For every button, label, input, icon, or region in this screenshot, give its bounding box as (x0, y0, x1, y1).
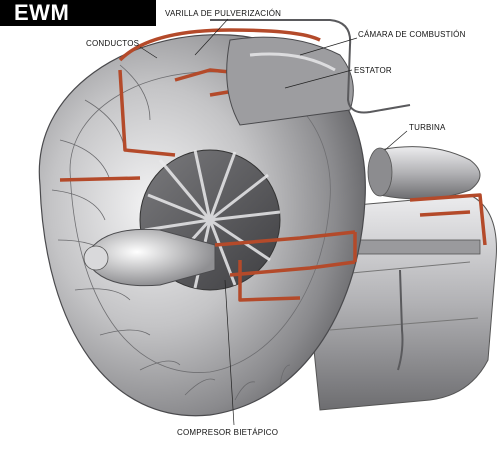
combustion-chamber (226, 36, 354, 126)
label-turbina: TURBINA (409, 123, 446, 132)
exhaust-cone (367, 146, 481, 200)
label-compresor-bietapico: COMPRESOR BIETÁPICO (177, 428, 279, 437)
label-conductos: CONDUCTOS (86, 39, 140, 48)
brand-logo: EWM (0, 0, 156, 26)
fuel-line (210, 19, 411, 371)
label-estator: ESTATOR (354, 66, 392, 75)
label-camara-de-combustion: CÁMARA DE COMBUSTIÓN (358, 30, 466, 39)
intake-hub (83, 228, 216, 287)
leader-lines (139, 18, 408, 426)
label-varilla-de-pulverizacion: VARILLA DE PULVERIZACIÓN (165, 9, 282, 18)
